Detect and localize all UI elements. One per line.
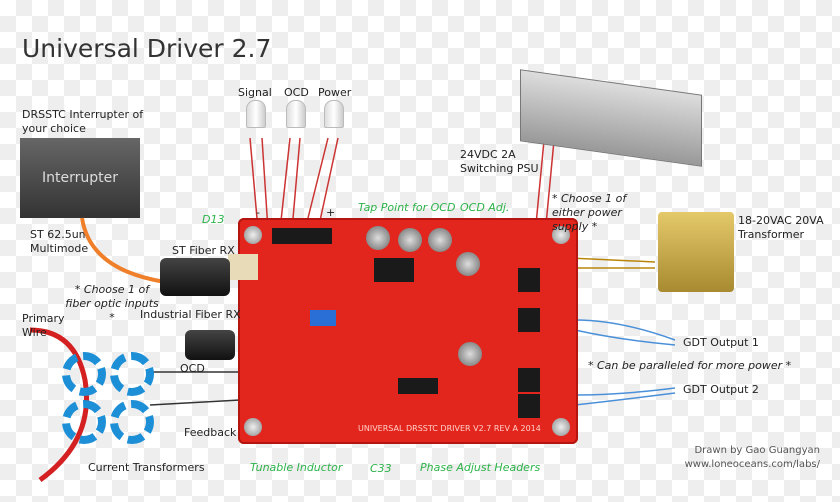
choose-psu-note: * Choose 1 of either power supply * xyxy=(552,192,627,233)
fiber-receiver xyxy=(228,254,258,280)
signal-led xyxy=(246,100,266,128)
board-silkscreen: UNIVERSAL DRSSTC DRIVER V2.7 REV A 2014 xyxy=(358,424,541,433)
c33-callout: C33 xyxy=(370,462,392,475)
signal-led-label: Signal xyxy=(238,86,272,99)
primary-wire-label: Primary Wire xyxy=(22,312,65,339)
transformer xyxy=(658,212,734,292)
st-fiber-rx-label: ST Fiber RX xyxy=(172,244,235,257)
mosfet xyxy=(518,394,540,418)
feedback-ct-label: Feedback xyxy=(184,426,237,439)
screw xyxy=(552,226,570,244)
ic xyxy=(374,258,414,282)
mosfet xyxy=(518,308,540,332)
ocd-led-label: OCD xyxy=(284,86,309,99)
screw xyxy=(552,418,570,436)
d13-callout: D13 xyxy=(202,213,225,226)
ct-toroid xyxy=(62,352,106,396)
capacitor xyxy=(456,252,480,276)
gdt-wires xyxy=(574,319,676,406)
power-led-label: Power xyxy=(318,86,352,99)
fiber-label: ST 62.5um Multimode xyxy=(30,228,90,255)
psu-label: 24VDC 2A Switching PSU xyxy=(460,148,539,175)
author-credit: Drawn by Gao Guangyan xyxy=(694,445,820,456)
header xyxy=(272,228,332,244)
minus-label: - xyxy=(256,206,260,219)
ct-toroid xyxy=(62,400,106,444)
ct-toroid xyxy=(110,352,154,396)
psu-wires xyxy=(534,129,556,236)
transformer-label: 18-20VAC 20VA Transformer xyxy=(738,214,824,241)
ocd-ct-label: OCD xyxy=(180,362,205,375)
screw xyxy=(244,418,262,436)
gdt-output-2-label: GDT Output 2 xyxy=(683,383,759,396)
parallel-note: * Can be paralleled for more power * xyxy=(588,359,792,372)
ic xyxy=(398,378,438,394)
ct-wires xyxy=(149,371,241,406)
interrupter-box: Interrupter xyxy=(20,138,140,218)
trimpot[interactable] xyxy=(310,310,336,326)
capacitor xyxy=(366,226,390,250)
mosfet xyxy=(518,368,540,392)
page-title: Universal Driver 2.7 xyxy=(22,34,272,63)
capacitor xyxy=(458,342,482,366)
ct-toroid xyxy=(110,400,154,444)
current-transformers-label: Current Transformers xyxy=(88,461,205,474)
led-wires xyxy=(249,137,339,231)
driver-board: UNIVERSAL DRSSTC DRIVER V2.7 REV A 2014 xyxy=(228,218,578,444)
tunable-inductor-callout: Tunable Inductor xyxy=(250,461,343,474)
st-fiber-connector xyxy=(160,258,230,296)
phase-adjust-callout: Phase Adjust Headers xyxy=(420,461,541,474)
fiber-cable xyxy=(80,217,166,284)
mosfet xyxy=(518,268,540,292)
ocd-adj-callout: OCD Adj. xyxy=(460,201,510,214)
footer: Drawn by Gao Guangyan www.loneoceans.com… xyxy=(685,444,820,472)
gdt-output-1-label: GDT Output 1 xyxy=(683,336,759,349)
author-url: www.loneoceans.com/labs/ xyxy=(684,459,820,470)
industrial-fiber-connector xyxy=(185,330,235,360)
capacitor xyxy=(398,228,422,252)
interrupter-label: Interrupter xyxy=(42,170,118,186)
choose-fiber-note: * Choose 1 of fiber optic inputs * xyxy=(65,283,159,324)
plus-label: + xyxy=(326,206,336,219)
interrupter-caption: DRSSTC Interrupter of your choice xyxy=(22,108,144,135)
ocd-led xyxy=(286,100,306,128)
industrial-fiber-rx-label: Industrial Fiber RX xyxy=(140,308,241,321)
power-led xyxy=(324,100,344,128)
capacitor xyxy=(428,228,452,252)
tap-point-callout: Tap Point for OCD xyxy=(358,201,456,214)
transformer-wires xyxy=(569,257,656,269)
screw xyxy=(244,226,262,244)
